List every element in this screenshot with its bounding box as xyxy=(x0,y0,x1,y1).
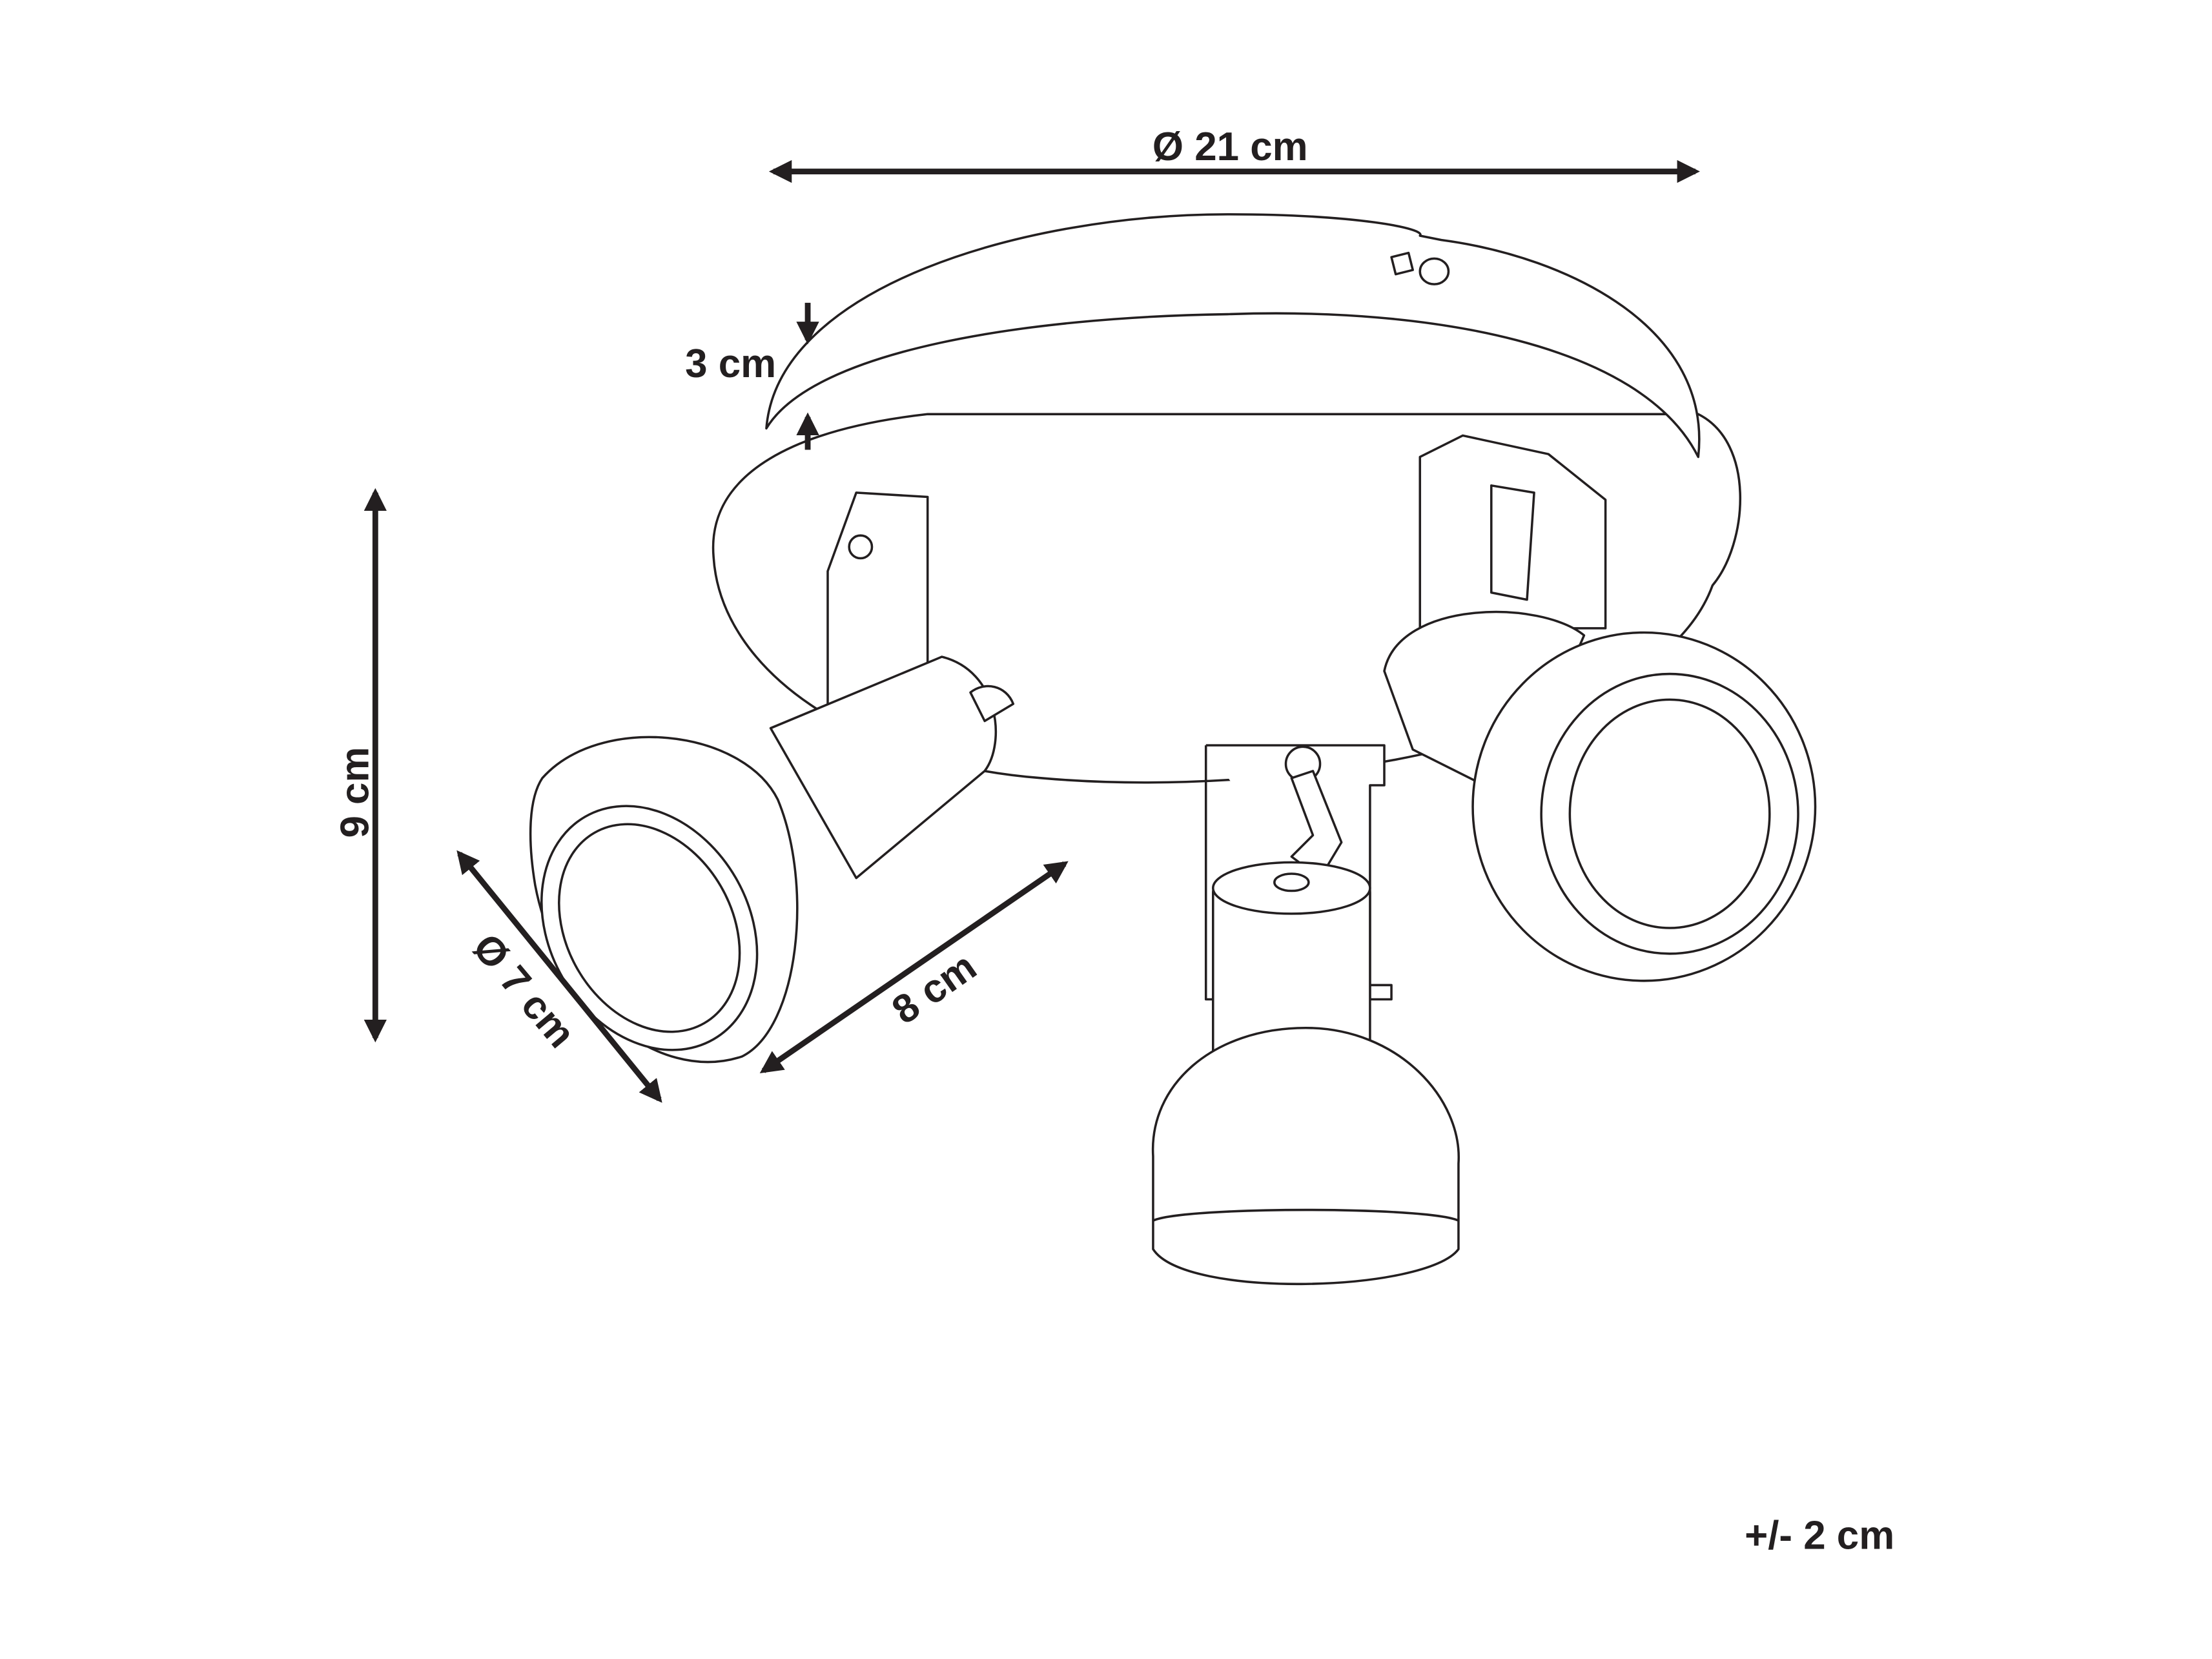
diameter-label: Ø 21 cm xyxy=(1152,125,1308,169)
center-spotlight xyxy=(1151,744,1460,1285)
shade-diameter-line xyxy=(456,850,662,1103)
shade-length-label: 8 cm xyxy=(884,944,984,1033)
shade-length-line xyxy=(759,861,1069,1074)
base-height-label: 3 cm xyxy=(685,342,776,386)
right-spotlight xyxy=(1383,434,1817,982)
tolerance-label: +/- 2 cm xyxy=(1745,1514,1894,1558)
total-height-label: 9 cm xyxy=(333,747,377,838)
